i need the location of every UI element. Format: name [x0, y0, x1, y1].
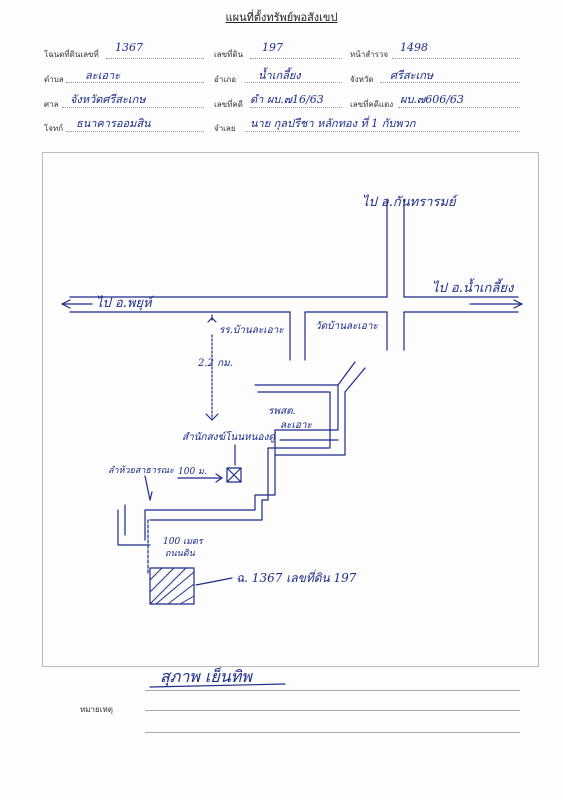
- map-frame: [42, 152, 539, 667]
- tambon-label: ตำบล: [44, 75, 64, 84]
- red-case-rule: [398, 107, 520, 108]
- remark-line-1: [145, 690, 520, 691]
- court-label: ศาล: [44, 100, 59, 109]
- distance-100m-label: 100 ม.: [178, 467, 207, 477]
- plaintiff-label: โจทก์: [44, 124, 64, 133]
- province-rule: [380, 82, 520, 83]
- remarks-label: หมายเหตุ: [80, 705, 113, 714]
- property-label: ฉ. 1367 เลขที่ดิน 197: [236, 569, 357, 585]
- defendant-rule: [245, 131, 520, 132]
- deed-no-label: โฉนดที่ดินเลขที่: [44, 50, 99, 59]
- land-no-label: เลขที่ดิน: [214, 50, 244, 59]
- plaintiff-value: ธนาคารออมสิน: [76, 117, 151, 130]
- amphoe-value: น้ำเกลี้ยง: [258, 69, 301, 82]
- hospital-label-1: รพสต.: [268, 406, 296, 417]
- red-case-label: เลขที่คดีแดง: [350, 100, 394, 109]
- defendant-value: นาย กุลปรีชา หลักทอง ที่ 1 กับพวก: [250, 117, 416, 130]
- tambon-rule: [66, 82, 204, 83]
- black-case-value: ดำ ผบ.๗16/63: [250, 93, 324, 106]
- canal-label: ลำห้วยสาธารณะ: [108, 465, 175, 476]
- hospital-label-2: ละเอาะ: [280, 420, 313, 431]
- court-rule: [62, 107, 204, 108]
- signature: สุภาพ เย็นทิพ: [160, 667, 253, 687]
- defendant-label: จำเลย: [214, 124, 236, 133]
- province-label: จังหวัด: [350, 75, 374, 84]
- deed-no-value: 1367: [115, 41, 143, 54]
- tambon-value: ละเอาะ: [85, 69, 121, 82]
- plaintiff-rule: [66, 131, 204, 132]
- road-east-label: ไป อ.น้ำเกลี้ยง: [432, 278, 515, 296]
- remark-line-2: [145, 710, 520, 711]
- deed-no-rule: [106, 58, 204, 59]
- school-label: รร.บ้านละเอาะ: [219, 324, 284, 336]
- land-no-value: 197: [262, 41, 283, 54]
- property-plot: [149, 567, 195, 605]
- survey-page-value: 1498: [400, 41, 428, 54]
- road-west-label: ไป อ.พยุห์: [96, 295, 155, 311]
- remark-line-3: [145, 732, 520, 733]
- amphoe-label: อำเภอ: [214, 75, 237, 84]
- black-case-label: เลขที่คดี: [214, 100, 243, 109]
- road-north-label: ไป อ.กันทรารมย์: [362, 194, 459, 210]
- dirt-road-label-2: ถนนดิน: [165, 548, 196, 559]
- court-value: จังหวัดศรีสะเกษ: [70, 93, 146, 106]
- amphoe-rule: [245, 82, 342, 83]
- red-case-value: ผบ.๗606/63: [400, 93, 464, 106]
- distance-label: 2.2 กม.: [197, 358, 233, 369]
- province-value: ศรีสะเกษ: [390, 69, 434, 82]
- page-title: แผนที่ตั้งทรัพย์พอสังเขป: [225, 11, 338, 24]
- temple-label: วัดบ้านละเอาะ: [315, 320, 378, 332]
- survey-page-rule: [392, 58, 520, 59]
- dirt-road-label-1: 100 เมตร: [163, 537, 204, 547]
- land-no-rule: [250, 58, 342, 59]
- access-road-outer: [144, 384, 339, 541]
- survey-page-label: หน้าสำรวจ: [350, 50, 389, 59]
- canal: [117, 509, 151, 546]
- access-road-inner: [149, 391, 331, 521]
- black-case-rule: [250, 107, 342, 108]
- monk-office-label: สำนักสงฆ์โนนหนองดู่: [182, 431, 277, 443]
